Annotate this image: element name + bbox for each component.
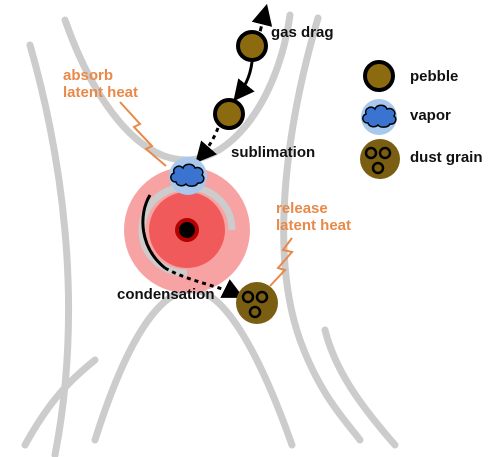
label-release: release [276,200,328,217]
pebble-path [195,3,273,164]
halo-gray-ring [138,183,236,277]
streamline-right-outer [280,14,364,444]
dust-grain [236,282,278,324]
planet-halo [124,167,250,293]
dust-grain-dot-1 [241,290,255,304]
label-release-latent-heat: latent heat [276,217,351,234]
condensation-dotted-arrow [164,266,244,298]
pebble-top [236,30,268,62]
condensation-solid-arrow [141,194,166,270]
dust-grain-dot-2 [255,290,269,304]
sublimation-arrow [195,127,220,164]
label-sublimation: sublimation [231,144,315,161]
legend-vapor-cloud-icon [362,104,397,128]
legend: pebble vapor dust grain [360,60,483,179]
label-gas-drag: gas drag [271,24,334,41]
dust-grain-dot-3 [248,305,262,319]
label-absorb: absorb [63,67,113,84]
absorb-heat-zigzag [119,101,167,167]
streamlines [21,11,399,457]
streamline-lower-left [21,356,99,449]
streamline-right-far [321,326,399,449]
vapor-cloud-icon [170,163,205,187]
pebble-middle [213,98,245,130]
condensation-path [141,194,244,298]
release-heat-zigzag [269,237,294,287]
label-condensation: condensation [117,286,215,303]
legend-vapor-label: vapor [410,107,451,124]
label-absorb-latent-heat: latent heat [63,84,138,101]
gas-drag-arrow [251,3,273,41]
legend-dust-grain-label: dust grain [410,149,483,166]
legend-pebble-icon [363,60,395,92]
vapor-bubble [169,157,207,195]
planet-core [179,222,195,238]
pebble-fall-arrow [233,61,255,102]
legend-pebble-label: pebble [410,68,458,85]
legend-dust-dot-1 [364,146,378,160]
legend-dust-dot-3 [371,161,385,175]
legend-dust-dot-2 [378,146,392,160]
